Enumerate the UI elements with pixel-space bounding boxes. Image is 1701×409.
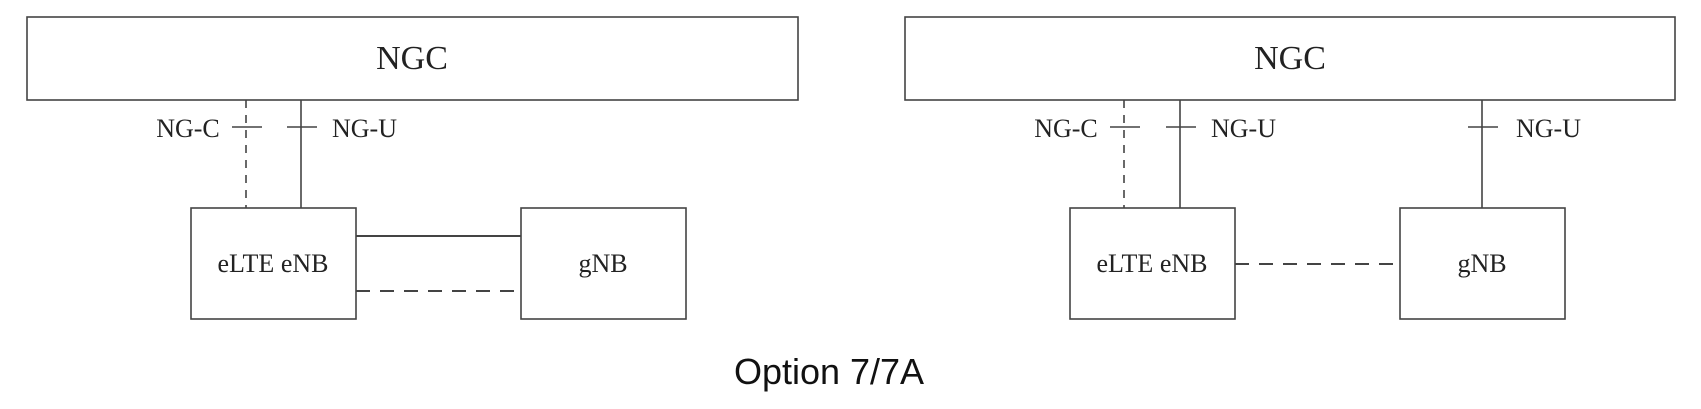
right-gnb-label: gNB — [1457, 249, 1506, 278]
right-ngc-label: NGC — [1254, 40, 1326, 77]
left-ng-c-label: NG-C — [156, 114, 220, 143]
left-gnb-box — [520, 207, 687, 320]
diagram-caption: Option 7/7A — [734, 351, 924, 392]
left-elte-enb-box — [190, 207, 357, 320]
left-diagram: NGC NG-C NG-U eLTE eNB gNB — [26, 16, 799, 320]
right-elte-enb-label: eLTE eNB — [1097, 249, 1208, 278]
right-ngc-box — [904, 16, 1676, 101]
left-elte-enb-label: eLTE eNB — [218, 249, 329, 278]
right-diagram: NGC NG-C NG-U NG-U eLTE eNB gNB — [904, 16, 1676, 320]
right-ng-u-gnb-label: NG-U — [1516, 114, 1581, 143]
right-ng-u-enb-label: NG-U — [1211, 114, 1276, 143]
left-ng-u-label: NG-U — [332, 114, 397, 143]
left-gnb-label: gNB — [578, 249, 627, 278]
right-gnb-box — [1399, 207, 1566, 320]
left-ngc-box — [26, 16, 799, 101]
right-ng-c-label: NG-C — [1034, 114, 1098, 143]
left-ngc-label: NGC — [376, 40, 448, 77]
right-elte-enb-box — [1069, 207, 1236, 320]
